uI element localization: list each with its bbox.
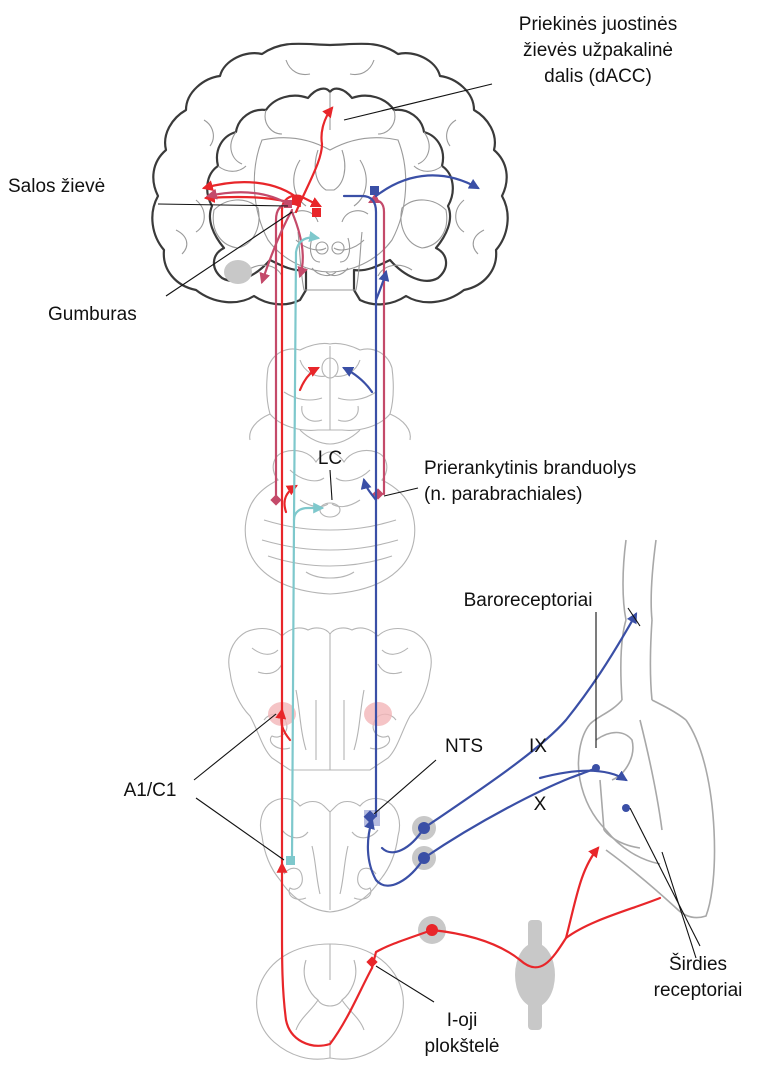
red-pathway bbox=[204, 108, 660, 1046]
temporal-blob bbox=[224, 260, 252, 284]
a1c1-right-highlight bbox=[364, 702, 392, 726]
brain-coronal-section bbox=[152, 44, 507, 305]
spinal-cord-section bbox=[257, 944, 404, 1059]
heart-receptors-label-line2: receptoriai bbox=[654, 980, 743, 1001]
ganglion-icons bbox=[412, 816, 555, 1030]
parabrachial-label-line1: Prierankytinis branduolys bbox=[424, 458, 636, 479]
dacc-label-line3: dalis (dACC) bbox=[544, 66, 652, 87]
lamina-label-line2: plokštelė bbox=[425, 1036, 500, 1057]
ix-label: IX bbox=[529, 736, 547, 757]
dacc-label-line2: žievės užpakalinė bbox=[523, 40, 673, 61]
dacc-label-line1: Priekinės juostinės bbox=[519, 14, 677, 35]
heart-receptors-label-line1: Širdies bbox=[669, 953, 727, 975]
baroreceptors-label: Baroreceptoriai bbox=[464, 590, 593, 611]
a1c1-label: A1/C1 bbox=[124, 780, 177, 801]
lc-label: LC bbox=[318, 448, 342, 469]
insula-label: Salos žievė bbox=[8, 176, 105, 197]
midbrain-section bbox=[250, 343, 411, 444]
blue-pathway bbox=[344, 175, 636, 885]
heart-outline bbox=[578, 540, 714, 918]
lamina-label-line1: I-oji bbox=[447, 1010, 478, 1031]
parabrachial-label-line2: (n. parabrachiales) bbox=[424, 484, 582, 505]
x-label: X bbox=[534, 794, 547, 815]
nts-label: NTS bbox=[445, 736, 483, 757]
thalamus-label: Gumburas bbox=[48, 304, 137, 325]
cyan-pathway bbox=[286, 238, 322, 865]
medulla-section bbox=[229, 628, 431, 770]
brain-cortex-outline bbox=[152, 44, 507, 305]
